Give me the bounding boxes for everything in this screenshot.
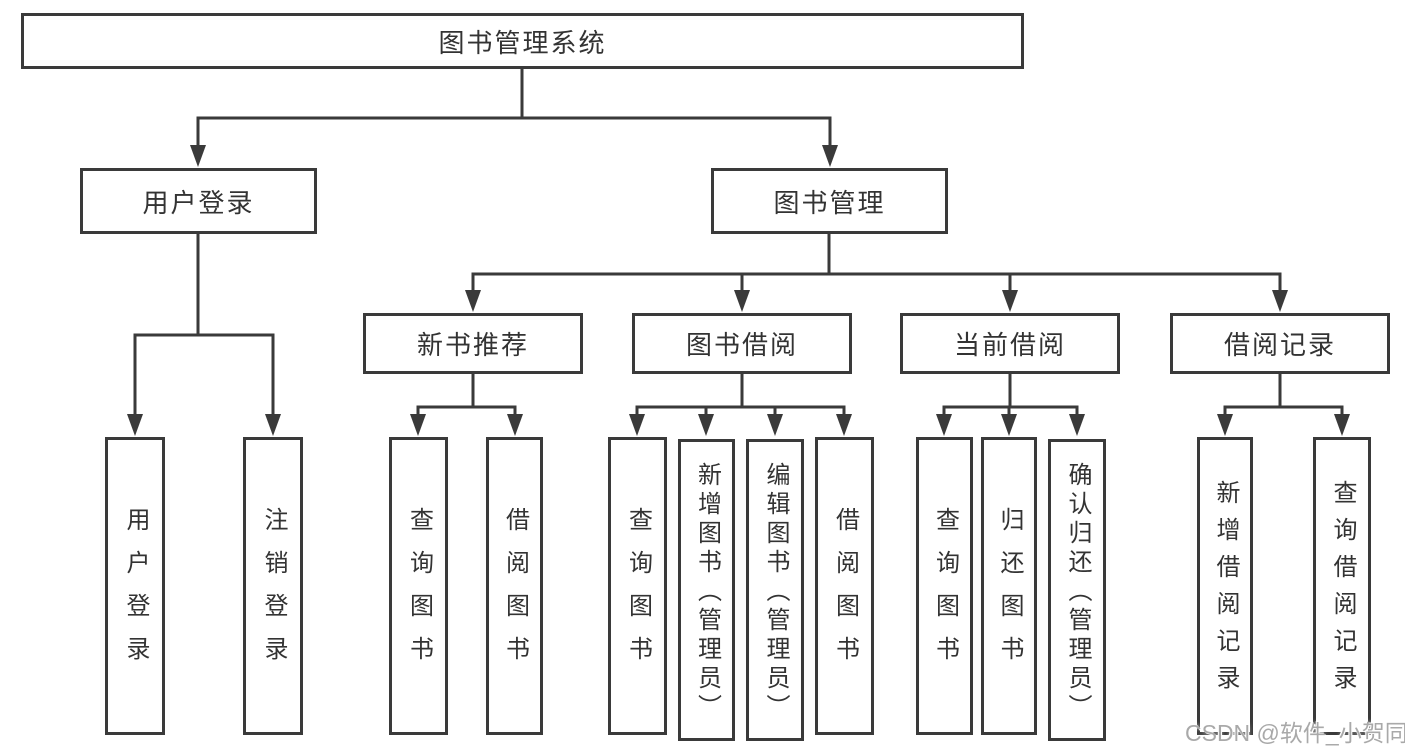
connector-new-books-children <box>410 374 523 436</box>
leaf-borrow-books-2: 借阅图书 <box>815 437 874 735</box>
connector-root-to-level2 <box>190 69 838 167</box>
node-borrow-records: 借阅记录 <box>1170 313 1390 374</box>
leaf-edit-books-admin: 编辑图书（管理员） <box>746 439 804 741</box>
node-book-borrow: 图书借阅 <box>632 313 852 374</box>
leaf-query-borrow-record: 查询借阅记录 <box>1313 437 1371 735</box>
connector-borrow-records-children <box>1217 374 1350 436</box>
leaf-confirm-return-admin: 确认归还（管理员） <box>1048 439 1106 741</box>
leaf-borrow-books-1: 借阅图书 <box>486 437 543 735</box>
node-user-login: 用户登录 <box>80 168 317 234</box>
node-book-management: 图书管理 <box>711 168 948 234</box>
csdn-watermark: CSDN @软件_小贺同学 <box>1185 720 1405 746</box>
connector-book-borrow-children <box>629 374 852 436</box>
connector-user-login-children <box>127 234 281 436</box>
leaf-user-login: 用户登录 <box>105 437 165 735</box>
connector-book-management-to-level3 <box>465 234 1288 312</box>
leaf-logout: 注销登录 <box>243 437 303 735</box>
connector-current-borrow-children <box>936 374 1085 436</box>
node-current-borrow: 当前借阅 <box>900 313 1120 374</box>
leaf-return-books: 归还图书 <box>981 437 1037 735</box>
leaf-query-books-3: 查询图书 <box>916 437 973 735</box>
node-root-system: 图书管理系统 <box>21 13 1024 69</box>
leaf-query-books-2: 查询图书 <box>608 437 667 735</box>
leaf-add-borrow-record: 新增借阅记录 <box>1197 437 1253 735</box>
leaf-add-books-admin: 新增图书（管理员） <box>678 439 735 741</box>
leaf-query-books-1: 查询图书 <box>389 437 448 735</box>
node-new-book-recommend: 新书推荐 <box>363 313 583 374</box>
